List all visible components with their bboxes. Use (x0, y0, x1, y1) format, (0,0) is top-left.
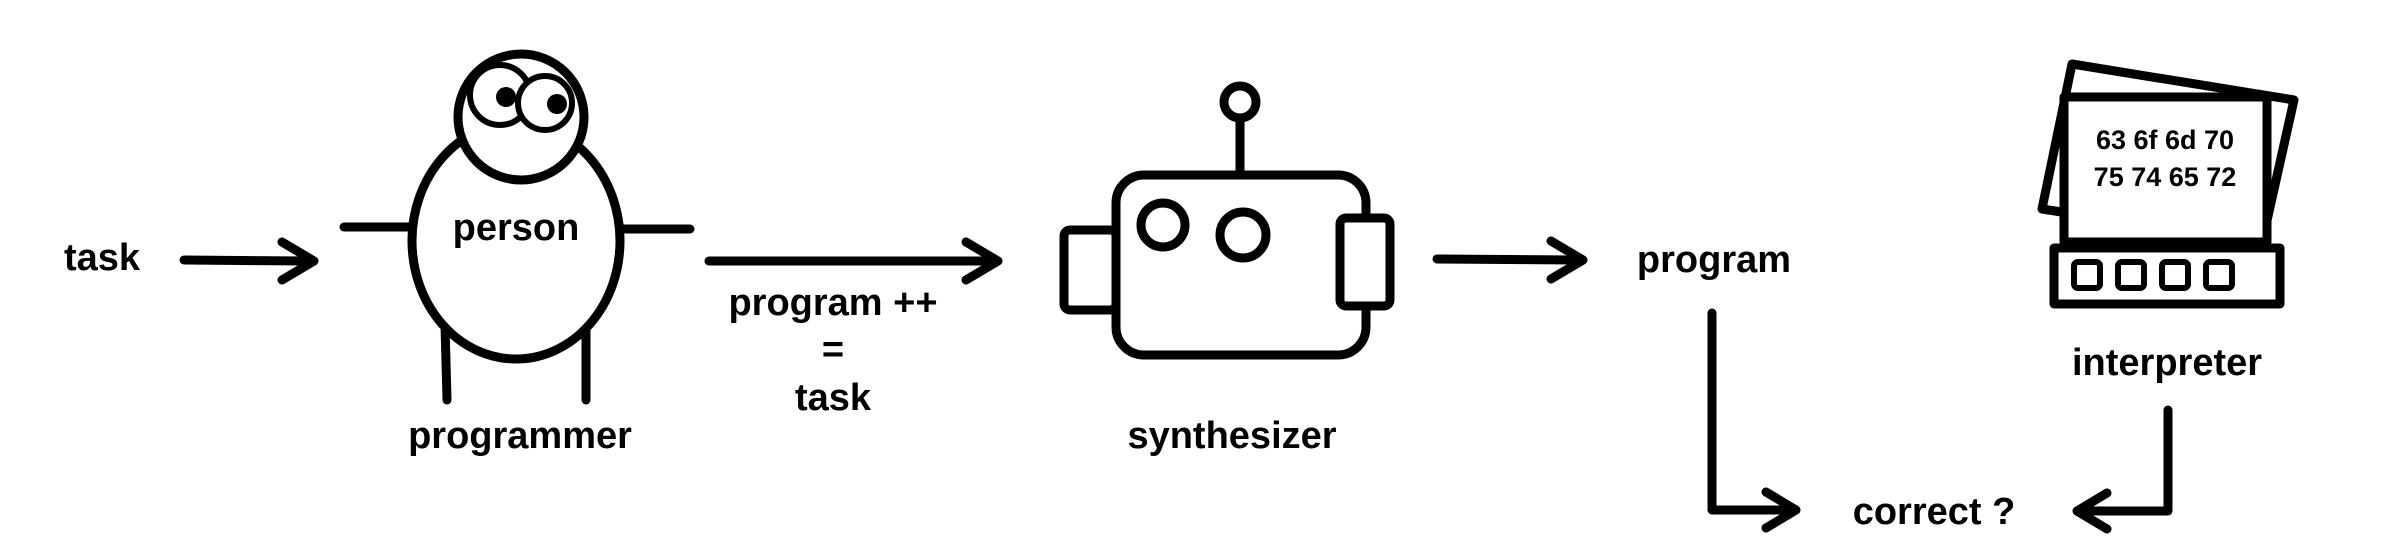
spec-line2-label: = (822, 329, 844, 371)
person-label: person (453, 207, 580, 249)
screen-hex-line2: 75 74 65 72 (2094, 162, 2237, 192)
robot-synthesizer-icon (1059, 81, 1395, 360)
task-label: task (64, 237, 141, 279)
arrow-programmer-to-synthesizer (704, 237, 1003, 285)
computer-interpreter-icon (2037, 59, 2299, 309)
programmer-label: programmer (408, 415, 632, 457)
screen-hex-line1: 63 6f 6d 70 (2096, 125, 2234, 155)
arrow-interpreter-to-correct (2072, 405, 2173, 534)
programmer-figure-icon (339, 49, 695, 405)
program-label: program (1637, 239, 1791, 281)
spec-line1-label: program ++ (728, 282, 937, 324)
eye-icon (467, 62, 533, 128)
interpreter-label: interpreter (2072, 342, 2262, 384)
eye-icon (515, 73, 575, 133)
arrow-synthesizer-to-program (1432, 236, 1588, 284)
synthesizer-label: synthesizer (1127, 415, 1336, 457)
arrow-program-to-correct (1707, 308, 1801, 533)
arrow-task-to-programmer (179, 237, 319, 285)
correct-label: correct ? (1853, 491, 2016, 533)
spec-line3-label: task (795, 377, 872, 419)
